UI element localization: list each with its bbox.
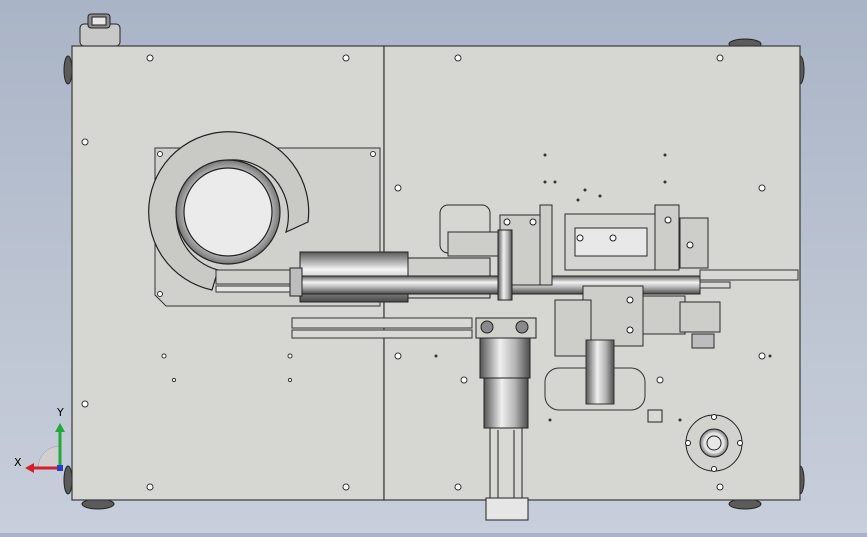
- coordinate-triad: Y X: [14, 406, 84, 474]
- y-axis-label: Y: [57, 406, 64, 419]
- actuator-cylinder: [475, 317, 537, 521]
- guide-pin: [497, 229, 513, 301]
- slot-plate: [460, 339, 664, 411]
- y-axis-arrow: [55, 423, 65, 432]
- mounting-holes: [81, 54, 766, 491]
- cutter-assembly: [439, 204, 721, 357]
- top-handle: [79, 13, 121, 47]
- fasteners: [503, 216, 694, 334]
- spool-reel: [148, 131, 310, 291]
- x-axis-label: X: [14, 456, 22, 469]
- x-axis-arrow: [25, 463, 34, 473]
- feed-guide: [215, 269, 303, 293]
- guide-rails: [291, 269, 799, 339]
- z-axis-dot: [57, 465, 63, 471]
- small-holes: [434, 153, 772, 422]
- triad-quadrant: [37, 445, 61, 469]
- round-flange: [647, 409, 743, 472]
- triad-svg: [25, 423, 65, 473]
